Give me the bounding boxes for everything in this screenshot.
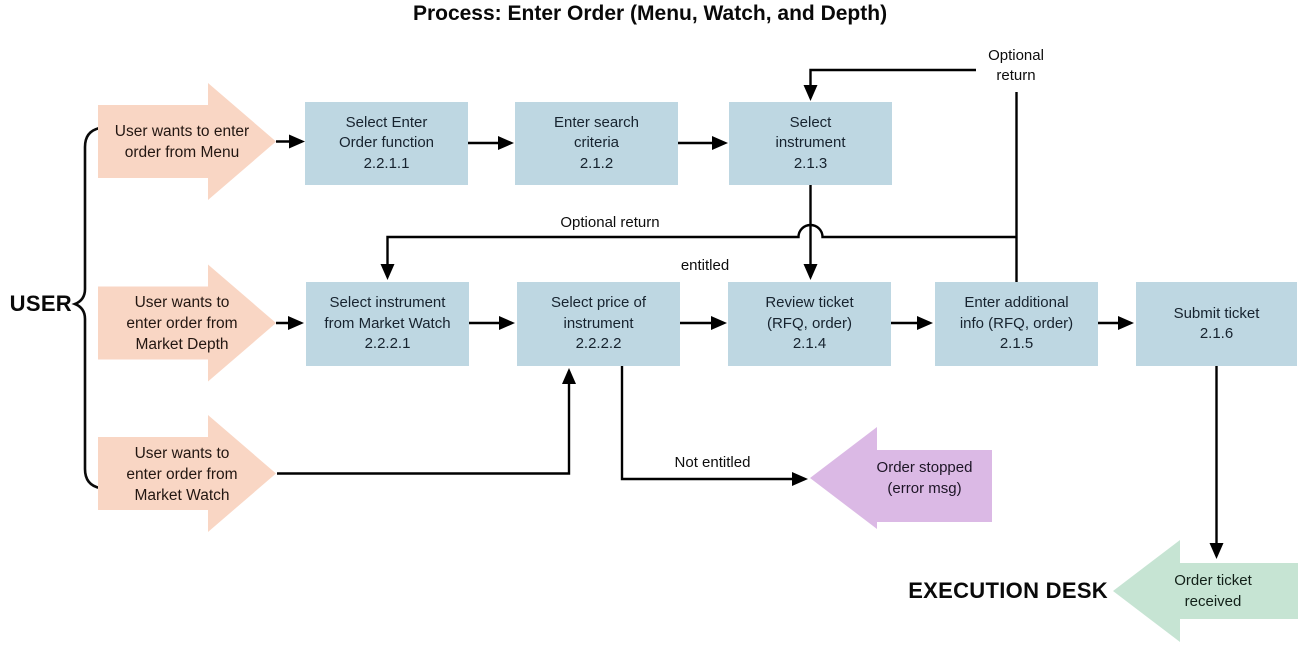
box-line: Submit ticket — [1173, 304, 1260, 322]
box-line: Review ticket — [765, 294, 854, 312]
box-line: instrument — [775, 134, 846, 152]
box-2222-shape — [517, 282, 680, 366]
box-212-shape — [515, 102, 678, 185]
box-line: instrument — [563, 314, 634, 332]
user-arrow-market-depth-line: Market Depth — [135, 335, 229, 353]
process-box-216: Submit ticket 2.1.6 — [1136, 282, 1297, 366]
connector-optional-return-top — [803, 68, 976, 101]
box-code: 2.2.2.1 — [364, 335, 411, 353]
user-arrow-market-depth-line: enter order from — [126, 314, 238, 332]
user-arrow-market-watch: User wants to enter order from Market Wa… — [96, 440, 268, 508]
user-arrow-menu-shape — [98, 83, 276, 200]
process-box-213: Select instrument 2.1.3 — [729, 102, 892, 185]
user-arrow-menu: User wants to enter order from Menu — [96, 105, 268, 178]
box-2221-shape — [306, 282, 469, 366]
connector-optional-return-mid — [380, 223, 1017, 280]
connector-watch-to-2222 — [277, 368, 576, 475]
process-box-2211: Select Enter Order function 2.2.1.1 — [305, 102, 468, 185]
box-line: Select — [789, 113, 832, 131]
box-code: 2.1.6 — [1199, 325, 1234, 342]
box-line: Select price of — [550, 294, 647, 312]
box-line: Enter additional — [964, 294, 1069, 312]
process-box-2221: Select instrument from Market Watch 2.2.… — [306, 282, 469, 366]
box-216-shape — [1136, 282, 1297, 366]
box-line: criteria — [573, 134, 619, 152]
order-stopped-arrow: Order stopped (error msg) — [852, 446, 997, 510]
order-received-line: received — [1184, 593, 1242, 610]
box-line: Select instrument — [329, 294, 446, 312]
box-215-shape — [935, 282, 1098, 366]
diagram-title: Process: Enter Order (Menu, Watch, and D… — [412, 2, 888, 25]
process-box-2222: Select price of instrument 2.2.2.2 — [517, 282, 680, 366]
optional-return-top-label: Optional return — [966, 46, 1066, 86]
entitled-label: entitled — [680, 257, 730, 274]
optional-return-top-line: Optional — [988, 47, 1044, 64]
box-line: Order function — [338, 134, 435, 152]
order-stopped-line: Order stopped — [876, 459, 973, 476]
connector-not-entitled — [620, 366, 808, 486]
box-line: info (RFQ, order) — [959, 314, 1074, 332]
not-entitled-label: Not entitled — [674, 454, 751, 471]
optional-return-mid-label: Optional return — [560, 214, 660, 231]
box-code: 2.1.3 — [793, 154, 828, 172]
user-actor-label: USER — [9, 291, 72, 316]
box-line: Enter search — [553, 113, 640, 131]
user-arrow-market-watch-line: Market Watch — [134, 486, 230, 504]
optional-return-top-line: return — [996, 67, 1036, 84]
process-box-214: Review ticket (RFQ, order) 2.1.4 — [728, 282, 891, 366]
user-arrow-market-depth-line: User wants to — [134, 293, 230, 311]
box-213-shape — [729, 102, 892, 185]
box-214-shape — [728, 282, 891, 366]
execution-desk-label: EXECUTION DESK — [908, 578, 1108, 603]
order-stopped-line: (error msg) — [887, 480, 962, 497]
order-stopped-arrow-shape — [810, 427, 992, 529]
user-arrow-market-watch-shape — [98, 415, 276, 532]
box-code: 2.1.2 — [579, 154, 614, 172]
user-arrow-market-watch-line: User wants to — [134, 444, 230, 462]
user-arrow-market-depth-shape — [98, 264, 276, 382]
box-line: from Market Watch — [324, 314, 451, 332]
user-arrow-menu-line: User wants to enter — [114, 122, 250, 140]
order-ticket-received-arrow: Order ticket received — [1152, 566, 1274, 616]
box-line: (RFQ, order) — [766, 314, 852, 332]
process-box-215: Enter additional info (RFQ, order) 2.1.5 — [935, 282, 1098, 366]
order-received-line: Order ticket — [1174, 572, 1252, 589]
process-box-212: Enter search criteria 2.1.2 — [515, 102, 678, 185]
user-arrow-market-watch-line: enter order from — [126, 465, 238, 483]
order-ticket-received-arrow-shape — [1113, 540, 1298, 642]
user-arrow-market-depth: User wants to enter order from Market De… — [96, 289, 268, 357]
box-code: 2.2.2.2 — [575, 335, 622, 353]
box-code: 2.1.4 — [792, 335, 827, 353]
box-2211-shape — [305, 102, 468, 185]
box-code: 2.2.1.1 — [363, 154, 410, 172]
box-code: 2.1.5 — [999, 335, 1034, 353]
user-brace — [71, 126, 102, 490]
user-arrow-menu-line: order from Menu — [124, 143, 240, 161]
box-line: Select Enter — [345, 113, 428, 131]
